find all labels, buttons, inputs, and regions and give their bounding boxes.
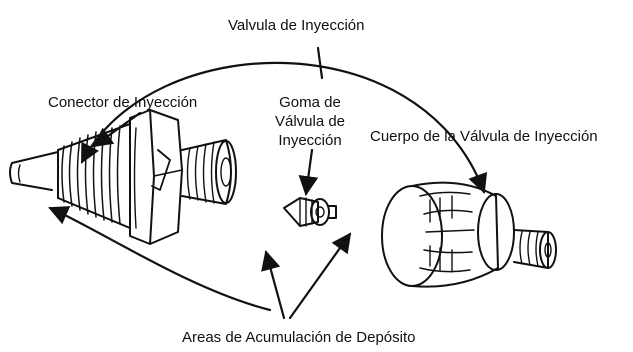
injection-connector: [57, 109, 237, 245]
connector-arrow: [92, 111, 142, 148]
seal-label-line1: Goma de: [279, 94, 341, 111]
callout-arrows: [48, 46, 488, 320]
seal-label-line3: Inyección: [278, 132, 342, 149]
valve-body-label: Cuerpo de la Válvula de Inyección: [370, 128, 598, 145]
connector-label: Conector de Inyección: [48, 94, 198, 111]
seal-label-line2: Válvula de: [274, 113, 346, 130]
valve-title-leader: [316, 46, 324, 80]
deposit-curve-left: [48, 206, 272, 312]
valve-seal: [283, 197, 337, 227]
deposit-arrow-right: [288, 232, 352, 320]
valve-label: Valvula de Inyección: [228, 17, 365, 34]
deposit-areas-label: Areas de Acumulación de Depósito: [182, 329, 416, 346]
seal-arrow: [298, 148, 319, 196]
deposit-arrow-mid: [261, 250, 286, 320]
valve-body: [381, 181, 557, 288]
valve-bracket-curve: [80, 61, 488, 194]
hose: [9, 151, 59, 191]
